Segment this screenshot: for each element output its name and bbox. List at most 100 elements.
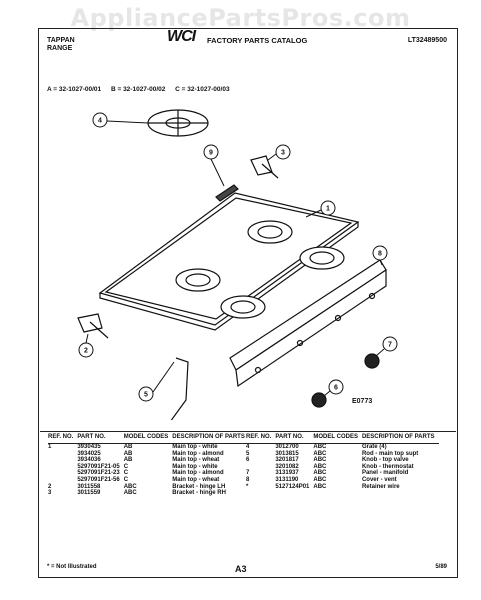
cell-desc: Retainer wire: [361, 483, 400, 490]
svg-text:1: 1: [326, 206, 330, 213]
model-b: B = 32-1027-00/02: [110, 86, 166, 93]
cell-part: 3131190: [275, 476, 299, 483]
cell-model: AB: [123, 450, 133, 457]
cell-part: 3011558: [77, 483, 101, 490]
model-header: MODEL CODES: [313, 434, 362, 444]
callout-6: 6: [323, 379, 344, 397]
cell-model: ABC: [313, 470, 327, 477]
cell-part: 5127124P01: [275, 483, 310, 490]
cell-ref: [48, 457, 77, 464]
cell-desc: Panel - manifold: [361, 470, 409, 477]
brand-label: TAPPAN RANGE: [47, 37, 75, 53]
hinge-bracket-rh-part: [250, 155, 279, 179]
cell-desc: Rod - main top supt: [361, 450, 419, 457]
svg-text:4: 4: [98, 118, 102, 125]
cell-ref: *: [246, 483, 249, 490]
cell-ref: 3: [48, 490, 52, 497]
cell-part: 3013815: [275, 450, 299, 457]
thermostat-knob-part: [364, 353, 380, 369]
cell-model: C: [123, 470, 129, 477]
cell-desc: Main top - almond: [172, 450, 224, 457]
model-a: A = 32-1027-00/01: [47, 86, 102, 93]
table-row: 1 3930435 AB Main top - white: [48, 444, 249, 451]
svg-text:6: 6: [334, 385, 338, 392]
cell-part: 3131937: [275, 470, 299, 477]
cell-model: ABC: [313, 483, 327, 490]
cell-desc: Main top - white: [172, 463, 218, 470]
cell-ref: 5: [246, 450, 250, 457]
cell-ref: 7: [246, 470, 250, 477]
table-row: 7 3131937 ABC Panel - manifold: [246, 470, 439, 477]
table-row: 4 3012700 ABC Grate (4): [246, 444, 439, 451]
cell-model: ABC: [313, 457, 327, 464]
svg-text:9: 9: [209, 150, 213, 157]
cell-model: C: [123, 476, 129, 483]
cell-desc: Grate (4): [361, 444, 387, 450]
cell-ref: 8: [246, 476, 250, 483]
cell-part: 5297091F21-56: [77, 476, 120, 483]
catalog-page: TAPPAN RANGE WCI FACTORY PARTS CATALOG L…: [38, 28, 458, 578]
not-illustrated-note: * = Not Illustrated: [47, 564, 97, 570]
table-row: 8 3131190 ABC Cover - vent: [246, 477, 439, 484]
cell-model: ABC: [313, 463, 327, 470]
callout-8: 8: [372, 245, 388, 266]
revision-date: 5/89: [435, 564, 447, 570]
cell-model: AB: [123, 444, 133, 450]
ref-header: REF. NO.: [246, 434, 276, 444]
model-key: A = 32-1027-00/01 B = 32-1027-00/02 C = …: [47, 86, 238, 94]
parts-table-left: REF. NO. PART NO. MODEL CODES DESCRIPTIO…: [48, 434, 249, 497]
cell-desc: Bracket - hinge LH: [172, 483, 226, 490]
manifold-panel-part: [229, 259, 387, 388]
cell-part: 5297091F21-23: [77, 470, 120, 477]
cell-desc: Knob - thermostat: [361, 463, 414, 470]
cell-part: 3934025: [77, 450, 101, 457]
cell-ref: 4: [246, 444, 250, 450]
cell-ref: 6: [246, 457, 250, 464]
model-c: C = 32-1027-00/03: [175, 86, 230, 93]
cell-model: ABC: [313, 476, 327, 483]
cell-ref: [246, 464, 275, 471]
catalog-number: LT32489500: [407, 37, 447, 44]
cell-model: AB: [123, 457, 133, 464]
wci-logo: WCI: [167, 28, 196, 45]
desc-header: DESCRIPTION OF PARTS: [361, 434, 439, 444]
cell-desc: Main top - wheat: [172, 457, 220, 464]
watermark: AppliancePartsPros.com: [70, 4, 411, 32]
cell-model: ABC: [123, 483, 137, 490]
hinge-bracket-lh-part: [77, 313, 109, 339]
cell-ref: [48, 451, 77, 458]
cell-desc: Bracket - hinge RH: [172, 490, 226, 497]
cell-part: 5297091F21-05: [77, 463, 120, 470]
cell-ref: 2: [48, 483, 52, 490]
cell-part: 3930435: [77, 444, 101, 450]
cell-ref: [48, 464, 77, 471]
svg-text:5: 5: [144, 392, 148, 399]
cell-part: 3012700: [275, 444, 299, 450]
cell-part: 3011559: [77, 490, 101, 497]
table-divider: [40, 431, 456, 432]
part-header: PART NO.: [275, 434, 314, 444]
callout-4: 4: [92, 112, 149, 128]
cell-model: ABC: [313, 444, 327, 450]
desc-header: DESCRIPTION OF PARTS: [172, 434, 249, 444]
brand-line-2: RANGE: [47, 45, 73, 52]
grate-part: [147, 109, 209, 137]
ref-header: REF. NO.: [48, 434, 78, 444]
top-valve-knob-part: [311, 392, 327, 408]
catalog-title: FACTORY PARTS CATALOG: [207, 36, 308, 45]
cell-desc: Cover - vent: [361, 476, 397, 483]
cell-ref: 1: [48, 444, 52, 450]
cell-desc: Main top - white: [172, 444, 218, 450]
part-header: PART NO.: [77, 434, 124, 444]
callout-7: 7: [375, 336, 398, 357]
cell-desc: Main top - wheat: [172, 476, 220, 483]
callout-5: 5: [138, 361, 175, 402]
callout-9: 9: [203, 144, 225, 187]
